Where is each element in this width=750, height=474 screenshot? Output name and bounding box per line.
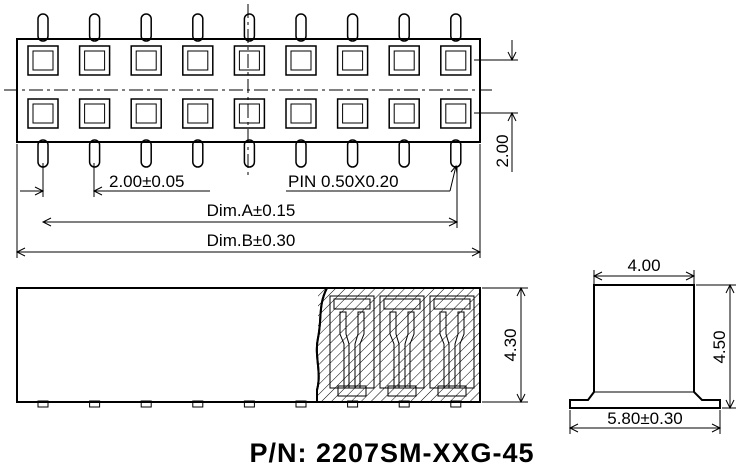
footprint-width-label: 5.80±0.30 [607, 409, 683, 428]
dim-b-dimension: Dim.B±0.30 [15, 144, 482, 258]
top-pins [37, 13, 462, 42]
end-housing [569, 284, 721, 409]
pin-tail-top [295, 13, 307, 42]
contact-cavity-outer [336, 45, 369, 76]
contact-cavity-outer [233, 45, 266, 76]
contact-cavity-inner [290, 103, 312, 124]
dim-b-label: Dim.B±0.30 [207, 231, 296, 250]
section-cavity [429, 295, 475, 389]
pin-tail-bottom [346, 139, 359, 168]
contact-cavity-outer [336, 98, 369, 129]
end-width-label: 4.00 [627, 256, 660, 275]
contact-cavity-inner [135, 103, 157, 124]
contact-cavity-inner [445, 103, 467, 124]
height-label: 4.30 [501, 328, 520, 361]
cavity-entry [333, 298, 371, 310]
contact-cavity-inner [238, 103, 260, 124]
contact-spring-left [389, 311, 400, 389]
end-height-dimension: 4.50 [696, 283, 736, 410]
contact-cavity-outer [388, 45, 420, 76]
contact-cavity-outer [440, 98, 472, 129]
cavity-entry [433, 298, 471, 310]
contact-cavity-outer [182, 45, 214, 76]
contact-cavity-outer [78, 98, 111, 129]
pin-size-label: PIN 0.50X0.20 [288, 172, 399, 191]
contact-cavity-outer [233, 98, 266, 129]
contact-spring-right [454, 311, 465, 389]
contact-cavity-outer [27, 98, 59, 129]
contact-base [437, 385, 467, 397]
dim-a-label: Dim.A±0.15 [207, 201, 296, 220]
end-view: 4.00 4.50 5.80±0.30 [568, 256, 736, 434]
contact-base [337, 385, 367, 397]
contact-cavity-outer [388, 98, 420, 129]
contact-spring-right [354, 311, 365, 389]
pin-tail-bottom [243, 139, 256, 168]
pitch-horizontal-dimension: 2.00±0.05 [20, 163, 210, 197]
section-cavity [379, 295, 425, 389]
pin-tail-top [398, 13, 410, 42]
pin-tail-bottom [398, 139, 410, 168]
contact-spring-left [339, 311, 350, 389]
contact-spring-left [439, 311, 450, 389]
cavity-entry [383, 298, 421, 310]
pin-tail-top [450, 13, 462, 42]
contact-cavity-inner [342, 50, 364, 71]
contact-cavity-inner [32, 103, 54, 124]
pitch-vertical-label: 2.00 [493, 134, 512, 167]
contact-cavity-outer [78, 45, 111, 76]
contact-cavity-inner [393, 103, 415, 124]
pin-tail-top [346, 13, 359, 42]
contact-cavity-outer [182, 98, 214, 129]
contact-cavity-inner [187, 50, 209, 71]
contact-cavity-outer [130, 98, 162, 129]
top-view: 2.00 2.00±0.05 PIN 0.50X0.20 Dim.A±0.15 [4, 4, 518, 258]
part-number: P/N: 2207SM-XXG-45 [249, 438, 534, 468]
pin-tail-top [192, 13, 204, 42]
contact-cavity-inner [32, 50, 54, 71]
pin-tail-top [88, 13, 101, 42]
contact-cavity-outer [285, 98, 317, 129]
contact-grid [27, 45, 472, 129]
side-housing [16, 287, 329, 403]
contact-cavity-inner [84, 50, 106, 71]
contact-cavity-outer [130, 45, 162, 76]
pin-tail-bottom [88, 139, 101, 168]
contact-cavity-inner [445, 50, 467, 71]
footprint-width-dimension: 5.80±0.30 [568, 409, 722, 434]
contact-cavity-inner [135, 50, 157, 71]
pitch-horizontal-label: 2.00±0.05 [109, 172, 185, 191]
contact-cavity-inner [238, 50, 260, 71]
pin-tail-bottom [140, 139, 152, 168]
contact-cavity-inner [393, 50, 415, 71]
pin-tail-top [243, 13, 256, 42]
section-cavity [329, 295, 375, 389]
pitch-vertical-dimension: 2.00 [474, 40, 518, 172]
pin-tail-bottom [37, 139, 49, 168]
pin-tail-top [140, 13, 152, 42]
contact-cavity-inner [187, 103, 209, 124]
pin-tail-bottom [192, 139, 204, 168]
side-view: 4.30 [16, 286, 528, 408]
contact-cavity-inner [84, 103, 106, 124]
dim-a-dimension: Dim.A±0.15 [41, 166, 459, 228]
pin-tail-top [37, 13, 49, 42]
contact-spring-right [404, 311, 415, 389]
contact-cavity-outer [27, 45, 59, 76]
section-outline [315, 287, 481, 403]
contact-base [387, 385, 417, 397]
contact-cavity-outer [440, 45, 472, 76]
contact-cavity-inner [342, 103, 364, 124]
pin-size-callout: PIN 0.50X0.20 [286, 164, 458, 192]
section-cavities [329, 295, 475, 397]
bottom-pins [37, 139, 462, 168]
contact-cavity-inner [290, 50, 312, 71]
contact-cavity-outer [285, 45, 317, 76]
end-height-label: 4.50 [710, 330, 729, 363]
pin-tail-bottom [450, 139, 462, 168]
pin-tail-bottom [295, 139, 307, 168]
height-dimension: 4.30 [482, 286, 528, 404]
end-width-dimension: 4.00 [592, 256, 696, 285]
